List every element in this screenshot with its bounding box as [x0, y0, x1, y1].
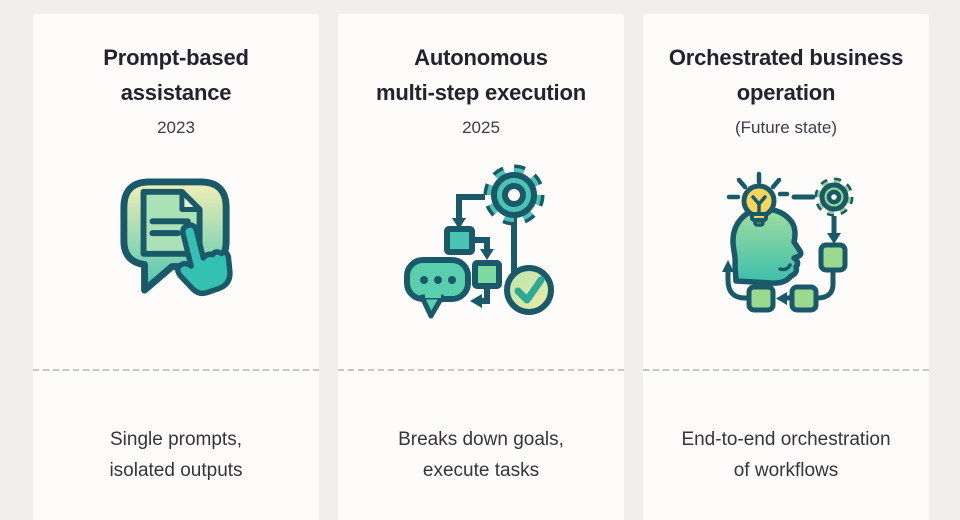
flow-box — [789, 284, 819, 313]
dashed-divider — [33, 369, 319, 371]
flow-arrow — [471, 236, 494, 260]
card-description-line: isolated outputs — [109, 460, 243, 481]
card-icon-wrap — [643, 162, 929, 318]
card-title-line: Orchestrated business — [668, 45, 904, 70]
card-icon-wrap — [338, 162, 624, 318]
card-title-line: Prompt-based — [103, 45, 249, 70]
card-autonomous-execution: Autonomous multi-step execution 2025 — [338, 14, 624, 520]
card-title: Prompt-based assistance — [33, 40, 319, 110]
card-title-line: assistance — [120, 80, 232, 105]
card-description: Single prompts, isolated outputs — [33, 424, 319, 486]
flow-arrow — [827, 216, 841, 244]
card-prompt-based-assistance: Prompt-based assistance 2023 — [33, 14, 319, 520]
flow-arrow — [776, 292, 792, 305]
card-description-line: of workflows — [733, 460, 839, 481]
dashed-divider — [643, 369, 929, 371]
card-title-line: multi-step execution — [376, 80, 586, 105]
chat-document-pointer-icon — [120, 178, 233, 297]
lightbulb-icon — [726, 171, 790, 227]
card-orchestrated-operation: Orchestrated business operation (Future … — [643, 14, 929, 520]
card-description-line: End-to-end orchestration — [681, 429, 891, 450]
checkmark-circle-icon — [503, 264, 554, 315]
card-era-label: 2023 — [157, 118, 195, 137]
card-description-line: Breaks down goals, — [398, 429, 564, 450]
cycle-arrow — [722, 260, 749, 301]
flow-arrow — [451, 193, 485, 229]
card-era-label: 2025 — [462, 118, 500, 137]
document-text-lines — [149, 218, 191, 237]
chat-dots-icon — [403, 256, 471, 318]
gear-icon — [814, 177, 854, 217]
flow-box — [471, 259, 502, 289]
card-description: Breaks down goals, execute tasks — [338, 424, 624, 486]
dashed-divider — [338, 369, 624, 371]
cards-row: Prompt-based assistance 2023 — [33, 14, 929, 520]
head-profile-shape — [730, 206, 804, 286]
flow-box — [818, 242, 848, 273]
card-title-line: Autonomous — [414, 45, 548, 70]
document-fold — [179, 189, 203, 212]
mouth-line — [778, 263, 792, 272]
card-title: Autonomous multi-step execution — [338, 40, 624, 110]
gear-flowchart-check-icon — [403, 164, 554, 318]
pointer-hand-shape — [175, 222, 233, 297]
connector-elbow — [816, 270, 836, 301]
gear-icon — [483, 164, 544, 225]
flow-box — [746, 284, 776, 313]
card-title: Orchestrated business operation — [643, 40, 929, 110]
card-icon-wrap — [33, 162, 319, 318]
card-description-line: Single prompts, — [109, 429, 242, 450]
card-era-label: (Future state) — [734, 118, 838, 137]
card-description-line: execute tasks — [422, 460, 540, 481]
head-lightbulb-workflow-icon — [722, 171, 854, 313]
card-title-line: operation — [736, 80, 836, 105]
flow-box — [443, 225, 475, 255]
card-description: End-to-end orchestration of workflows — [643, 424, 929, 486]
flow-arrow — [469, 285, 490, 308]
